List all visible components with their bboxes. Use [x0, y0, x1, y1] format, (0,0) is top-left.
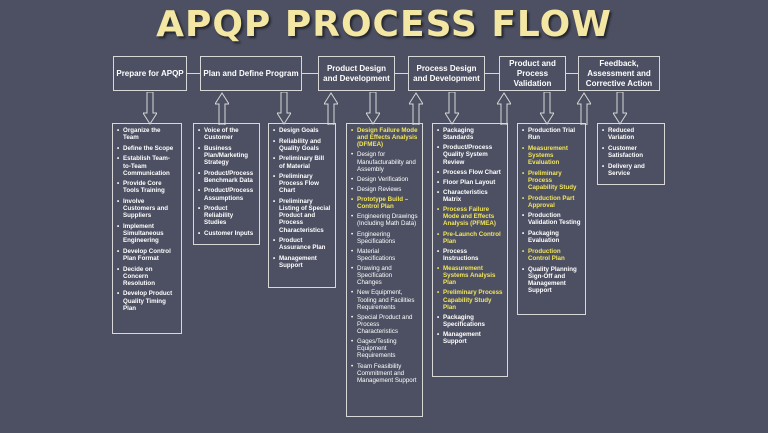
list-product-and-process-validation: Production Trial Run Measurement Systems… — [517, 123, 586, 315]
list-item: Product Assurance Plan — [273, 237, 331, 251]
list-item: Drawing and Specification Changes — [351, 265, 418, 286]
stage-product-and-process-validation: Product and Process Validation — [499, 56, 566, 91]
list-feedback-assessment: Reduced Variation Customer Satisfaction … — [597, 123, 665, 185]
list-item: Process Failure Mode and Effects Analysi… — [437, 206, 503, 227]
list-item: Production Part Approval — [522, 195, 581, 209]
list-item: Reliability and Quality Goals — [273, 138, 331, 152]
stage-label: Process Design and Development — [413, 63, 480, 83]
list-item: Preliminary Process Flow Chart — [273, 173, 331, 194]
stage-process-design-and-development: Process Design and Development — [408, 56, 485, 91]
arrow-up-icon — [409, 92, 423, 125]
stage-label: Product and Process Validation — [509, 58, 556, 88]
list-item: Measurement Systems Evaluation — [522, 145, 581, 166]
list-item: Implement Simultaneous Engineering — [117, 223, 177, 244]
list-item: Management Support — [437, 331, 503, 345]
list-item: Packaging Specifications — [437, 314, 503, 328]
list-item: Special Product and Process Characterist… — [351, 314, 418, 335]
list-item: Preliminary Listing of Special Product a… — [273, 198, 331, 234]
stage-feedback-assessment-corrective-action: Feedback, Assessment and Corrective Acti… — [578, 56, 660, 91]
stage-plan-and-define-program: Plan and Define Program — [200, 56, 302, 91]
arrow-down-icon — [445, 92, 459, 125]
list-item: Floor Plan Layout — [437, 179, 503, 186]
list-product-design-and-development: Design Failure Mode and Effects Analysis… — [346, 123, 423, 417]
list-item: Decide on Concern Resolution — [117, 266, 177, 287]
arrow-up-icon — [497, 92, 511, 125]
list-item: Product/Process Assumptions — [198, 187, 255, 201]
stage-label: Feedback, Assessment and Corrective Acti… — [585, 58, 653, 88]
list-item: Provide Core Tools Training — [117, 180, 177, 194]
list-item: Product/Process Benchmark Data — [198, 170, 255, 184]
stage-label: Plan and Define Program — [203, 68, 299, 78]
stage-product-design-and-development: Product Design and Development — [318, 56, 395, 91]
list-item: Develop Product Quality Timing Plan — [117, 290, 177, 311]
list-item: Product Reliability Studies — [198, 205, 255, 226]
stage-connector — [302, 73, 318, 74]
list-item: Management Support — [273, 255, 331, 269]
list-item: Design Failure Mode and Effects Analysis… — [351, 127, 418, 148]
list-item: Design for Manufacturability and Assembl… — [351, 151, 418, 172]
stage-label: Prepare for APQP — [116, 68, 184, 78]
list-item: Business Plan/Marketing Strategy — [198, 145, 255, 166]
arrow-down-icon — [277, 92, 291, 125]
list-item: Involve Customers and Suppliers — [117, 198, 177, 219]
list-item: Design Goals — [273, 127, 331, 134]
arrow-down-icon — [540, 92, 554, 125]
list-item: Packaging Evaluation — [522, 230, 581, 244]
list-item: Process Instructions — [437, 248, 503, 262]
arrow-down-icon — [366, 92, 380, 125]
list-item: Voice of the Customer — [198, 127, 255, 141]
list-item: Define the Scope — [117, 145, 177, 152]
list-item: Reduced Variation — [602, 127, 660, 141]
list-item: Preliminary Process Capability Study Pla… — [437, 289, 503, 310]
stage-prepare-for-apqp: Prepare for APQP — [113, 56, 187, 91]
list-item: Preliminary Process Capability Study — [522, 170, 581, 191]
list-item: Pre-Launch Control Plan — [437, 231, 503, 245]
list-item: Product/Process Quality System Review — [437, 144, 503, 165]
list-item: Engineering Specifications — [351, 231, 418, 245]
stage-connector — [187, 73, 200, 74]
list-prepare-for-apqp: Organize the Team Define the Scope Estab… — [112, 123, 182, 334]
list-process-design-and-development: Packaging Standards Product/Process Qual… — [432, 123, 508, 377]
list-item: Design Verification — [351, 176, 418, 183]
list-item: Production Trial Run — [522, 127, 581, 141]
list-item: Customer Inputs — [198, 230, 255, 237]
stage-connector — [566, 73, 578, 74]
list-item: Design Reviews — [351, 186, 418, 193]
list-item: Production Validation Testing — [522, 212, 581, 226]
list-product-design-inputs: Design Goals Reliability and Quality Goa… — [268, 123, 336, 288]
list-item: Team Feasibility Commitment and Manageme… — [351, 363, 418, 384]
list-item: Delivery and Service — [602, 163, 660, 177]
stage-connector — [485, 73, 499, 74]
page-title: APQP PROCESS FLOW — [156, 4, 612, 45]
arrow-up-icon — [215, 92, 229, 125]
list-item: Material Specifications — [351, 248, 418, 262]
list-item: Production Control Plan — [522, 248, 581, 262]
list-item: Preliminary Bill of Material — [273, 155, 331, 169]
stage-connector — [395, 73, 408, 74]
arrow-up-icon — [577, 92, 591, 125]
list-item: Packaging Standards — [437, 127, 503, 141]
list-plan-and-define-program: Voice of the Customer Business Plan/Mark… — [193, 123, 260, 245]
list-item: Process Flow Chart — [437, 169, 503, 176]
list-item: Prototype Build – Control Plan — [351, 196, 418, 210]
list-item: Characteristics Matrix — [437, 189, 503, 203]
stage-label: Product Design and Development — [323, 63, 390, 83]
list-item: Organize the Team — [117, 127, 177, 141]
list-item: Quality Planning Sign-Off and Management… — [522, 266, 581, 295]
list-item: Gages/Testing Equipment Requirements — [351, 338, 418, 359]
list-item: Develop Control Plan Format — [117, 248, 177, 262]
arrow-down-icon — [143, 92, 157, 125]
arrow-up-icon — [324, 92, 338, 125]
list-item: New Equipment, Tooling and Facilities Re… — [351, 289, 418, 310]
arrow-down-icon — [613, 92, 627, 125]
list-item: Engineering Drawings (Including Math Dat… — [351, 213, 418, 227]
list-item: Measurement Systems Analysis Plan — [437, 265, 503, 286]
list-item: Establish Team-to-Team Communication — [117, 155, 177, 176]
list-item: Customer Satisfaction — [602, 145, 660, 159]
